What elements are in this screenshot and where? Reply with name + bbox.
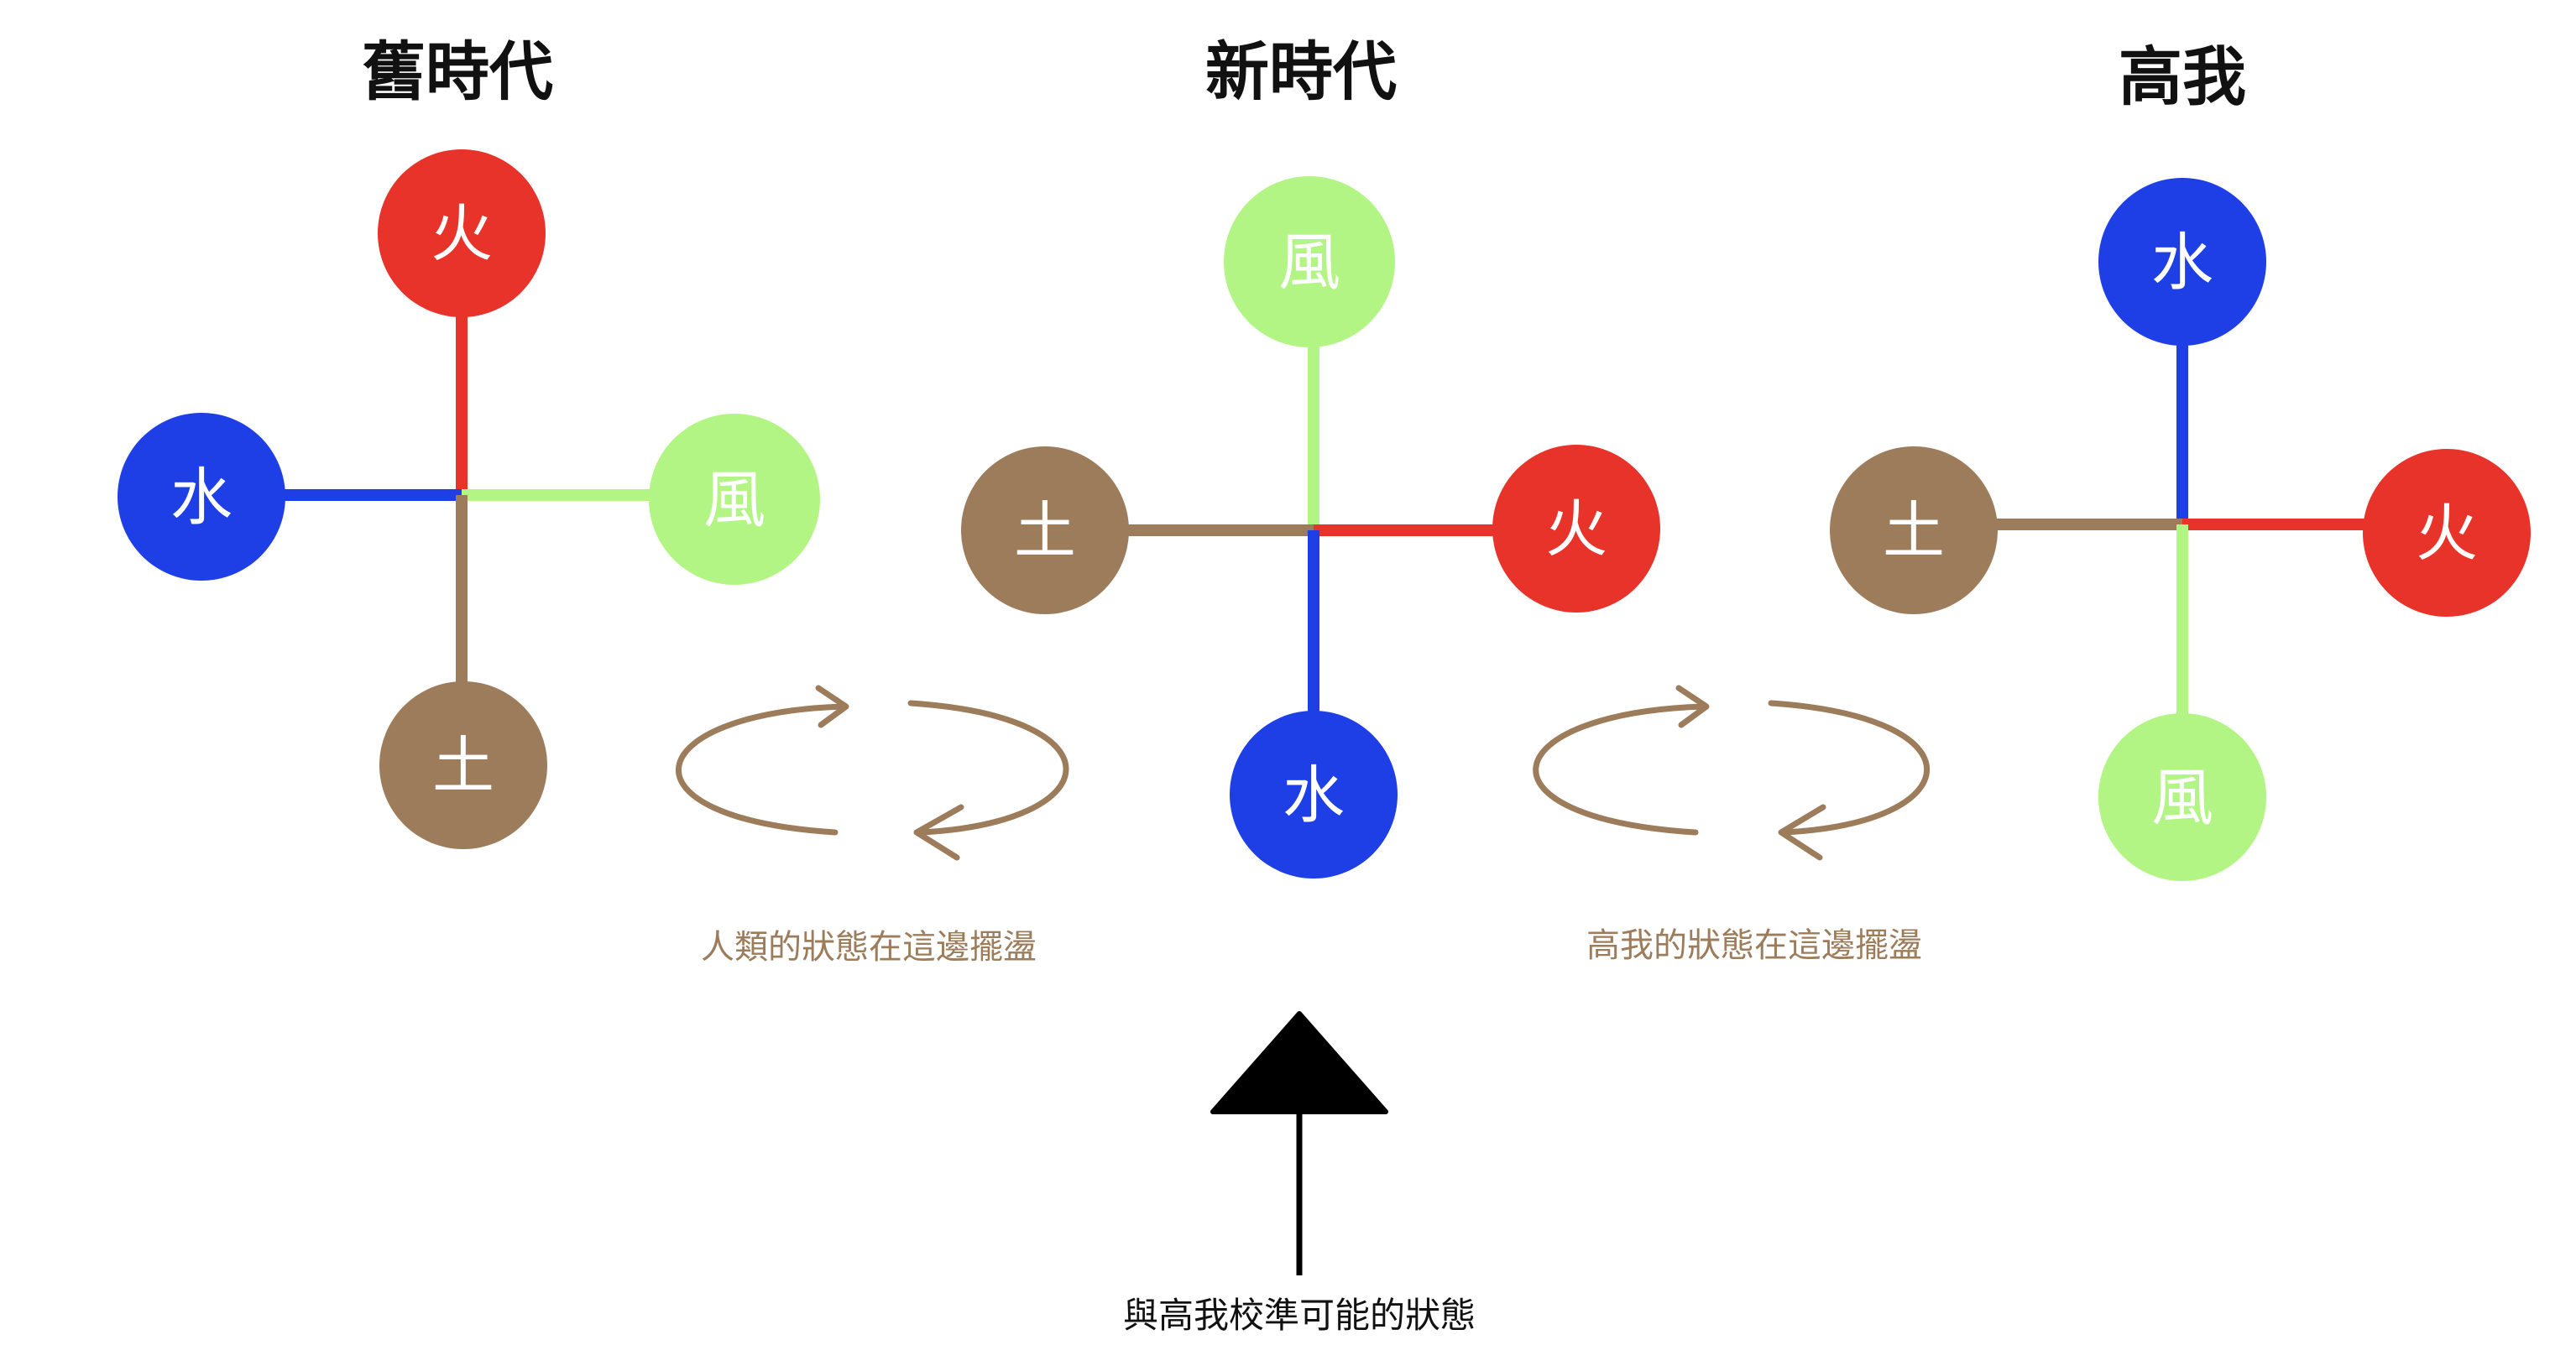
cycle-arrow-higher-self xyxy=(1533,685,1930,861)
old-era-node-bottom-label: 土 xyxy=(432,730,494,802)
old-era-node-right: 風 xyxy=(649,414,820,585)
higher-self-node-top-label: 水 xyxy=(2151,227,2213,299)
old-era-diagram: 舊時代 火 水 風 土 xyxy=(118,34,820,849)
higher-self-node-right-label: 火 xyxy=(2416,498,2478,570)
cycle-arrow-human-upper xyxy=(676,703,847,836)
calibration-pointer-head xyxy=(1210,1011,1388,1114)
old-era-node-left-label: 水 xyxy=(170,461,233,534)
higher-self-node-top: 水 xyxy=(2098,178,2266,346)
human-state-caption: 人類的狀態在這邊擺盪 xyxy=(701,928,1037,967)
higher-self-diagram: 高我 水 土 火 風 xyxy=(1830,39,2531,881)
cycle-arrow-higher-self-upper xyxy=(1533,703,1707,836)
new-era-title: 新時代 xyxy=(1205,34,1397,109)
higher-self-node-bottom-label: 風 xyxy=(2151,762,2213,834)
cycle-arrow-higher-self-lower-head xyxy=(1778,804,1826,861)
higher-self-node-right: 火 xyxy=(2363,449,2531,617)
new-era-diagram: 新時代 風 土 火 水 xyxy=(961,34,1660,879)
new-era-node-top-label: 風 xyxy=(1278,227,1340,299)
cycle-arrow-higher-self-upper-head xyxy=(1675,685,1710,728)
calibration-caption: 與高我校準可能的狀態 xyxy=(1123,1295,1476,1336)
higher-self-node-left-label: 土 xyxy=(1883,495,1945,567)
new-era-node-right-label: 火 xyxy=(1545,493,1607,566)
old-era-node-bottom: 土 xyxy=(379,681,547,849)
old-era-node-right-label: 風 xyxy=(703,464,765,536)
cycle-arrow-higher-self-lower xyxy=(1768,700,1930,836)
new-era-node-left-label: 土 xyxy=(1014,495,1076,567)
higher-self-node-left: 土 xyxy=(1830,446,1998,614)
new-era-node-right: 火 xyxy=(1492,445,1660,613)
higher-self-node-bottom: 風 xyxy=(2098,713,2266,881)
cycle-arrow-human-lower-head xyxy=(913,804,964,861)
old-era-node-left: 水 xyxy=(118,413,285,581)
new-era-node-bottom: 水 xyxy=(1230,711,1398,879)
cycle-arrow-human-upper-head xyxy=(815,685,849,728)
old-era-node-top: 火 xyxy=(378,149,546,317)
new-era-node-left: 土 xyxy=(961,446,1129,614)
new-era-node-top: 風 xyxy=(1224,176,1395,347)
old-era-node-top-label: 火 xyxy=(431,198,493,270)
calibration-pointer-arrow xyxy=(1210,1011,1388,1275)
old-era-title: 舊時代 xyxy=(362,34,553,109)
higher-self-state-caption: 高我的狀態在這邊擺盪 xyxy=(1586,926,1922,965)
cycle-arrow-human-lower xyxy=(907,700,1069,836)
cycle-arrow-human xyxy=(676,685,1069,861)
new-era-node-bottom-label: 水 xyxy=(1283,759,1345,832)
higher-self-title: 高我 xyxy=(2119,39,2246,114)
